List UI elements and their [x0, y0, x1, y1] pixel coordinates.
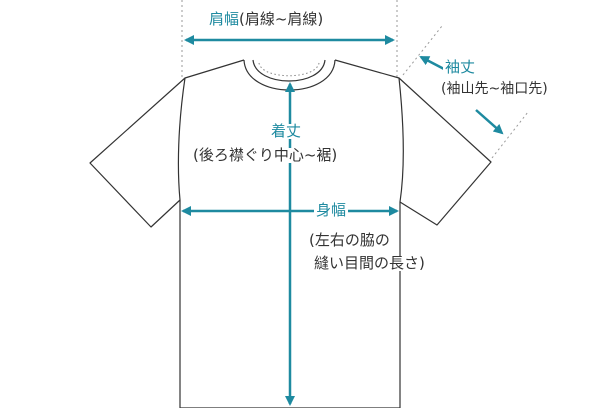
shoulder-width-note: (肩線~肩線) — [239, 10, 324, 28]
shoulder-width-label: 肩幅 — [209, 10, 240, 28]
collar-inner — [252, 59, 326, 82]
collar-stitch — [258, 62, 320, 77]
sleeve-length-note: (袖山先~袖口先) — [440, 81, 549, 97]
body-width-note-line1: (左右の脇の — [308, 231, 391, 249]
shoulder-width-label-group: 肩幅(肩線~肩線) — [206, 10, 327, 28]
body-width-note-line2: 縫い目間の長さ) — [313, 254, 426, 272]
body-length-label: 着丈 — [269, 122, 304, 140]
left-armhole-seam — [177, 77, 186, 201]
sleeve-top-guide — [402, 25, 443, 76]
sleeve-end-guide — [491, 111, 529, 159]
sleeve-length-label: 袖丈 — [443, 58, 478, 76]
right-armhole-seam — [398, 77, 404, 203]
body-width-label: 身幅 — [314, 201, 349, 219]
body-length-note: (後ろ襟ぐり中心~裾) — [192, 146, 339, 164]
sleeve-length-arrow-lower — [475, 109, 504, 135]
sleeve-length-arrow-upper — [419, 55, 445, 71]
